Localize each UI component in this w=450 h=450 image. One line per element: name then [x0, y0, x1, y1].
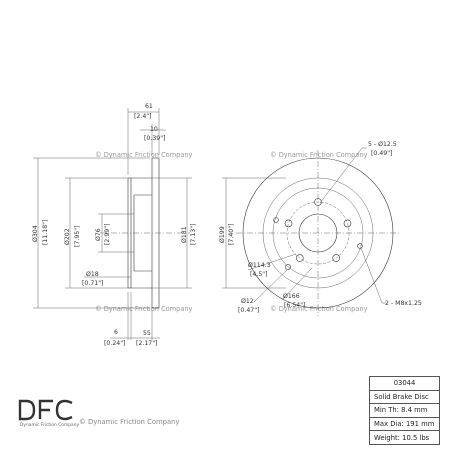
watermark-side-view: © Dynamic Friction Company: [95, 151, 193, 159]
dim-front-dia: Ø199: [218, 226, 226, 243]
dim-center-bore: Ø76: [94, 228, 102, 241]
dfc-logo: [18, 399, 73, 421]
label-bolt-circle: Ø114.3: [248, 261, 271, 269]
label-bolt-circle-in: [4.5"]: [250, 271, 268, 278]
bolt-hole-3: [332, 254, 341, 262]
small-hole: [285, 264, 291, 270]
label-bolt-holes-in: [0.49"]: [371, 150, 392, 157]
dim-hat-inner-in: [0.71"]: [82, 280, 103, 287]
dim-center-bore-in: [2.99"]: [104, 224, 111, 245]
dim-od-in: [11.18"]: [42, 220, 49, 245]
part-number: 03044: [369, 376, 440, 391]
dim-hat-inner: Ø18: [86, 270, 99, 278]
dim-hat-dia-in: [7.95"]: [74, 226, 81, 247]
dim-width: 61: [145, 103, 153, 110]
spec-table: 03044 Solid Brake Disc Min Th: 8.4 mm Ma…: [369, 376, 440, 445]
front-view: © Dynamic Friction Company © Dynamic Fri…: [218, 140, 422, 316]
label-small-hole: Ø12: [241, 297, 254, 305]
side-view: © Dynamic Friction Company © Dynamic Fri…: [31, 103, 197, 347]
threaded-hole-2: [273, 217, 279, 223]
watermark-side-bottom: © Dynamic Friction Company: [95, 305, 193, 313]
spec-max-diameter: Max Dia: 191 mm: [369, 416, 440, 432]
footer-watermark: © Dynamic Friction Company: [79, 418, 180, 426]
dim-thickness: 10: [150, 126, 158, 133]
side-profile: [100, 157, 190, 309]
dim-flange: 6: [114, 329, 118, 336]
dim-front-dia-in: [7.40"]: [228, 224, 235, 245]
dim-flange-in: [0.24"]: [104, 340, 125, 347]
dim-thickness-in: [0.39"]: [144, 135, 165, 142]
bolt-hole-2: [343, 219, 352, 228]
spec-min-thickness: Min Th: 8.4 mm: [369, 403, 440, 418]
bolt-hole-4: [295, 254, 304, 262]
watermark-front-bottom: © Dynamic Friction Company: [270, 305, 368, 313]
dim-inner-dia-in: [7.13"]: [190, 224, 197, 245]
spec-weight: Weight: 10.5 lbs: [369, 430, 440, 445]
watermark-front-top: © Dynamic Friction Company: [270, 151, 368, 159]
dim-inner-dia: Ø181: [180, 226, 188, 243]
label-small-hole-in: [0.47"]: [238, 307, 259, 314]
label-bolt-holes: 5 - Ø12.5: [368, 140, 397, 148]
dim-width-in: [2.4"]: [134, 113, 152, 120]
label-threaded-holes: 2 - M8x1.25: [385, 300, 422, 307]
label-hub-dia-in: [6.54"]: [284, 302, 305, 309]
label-hub-dia: Ø166: [283, 292, 300, 300]
dim-hat-dia: Ø202: [63, 228, 71, 245]
dim-od: Ø304: [31, 225, 39, 242]
spec-type: Solid Brake Disc: [369, 389, 440, 405]
logo-caption: Dynamic Friction Company: [20, 423, 80, 428]
dim-offset: 55: [143, 330, 151, 337]
bolt-hole-5: [284, 219, 293, 228]
dim-offset-in: [2.17"]: [136, 340, 157, 347]
threaded-hole-1: [357, 243, 363, 249]
